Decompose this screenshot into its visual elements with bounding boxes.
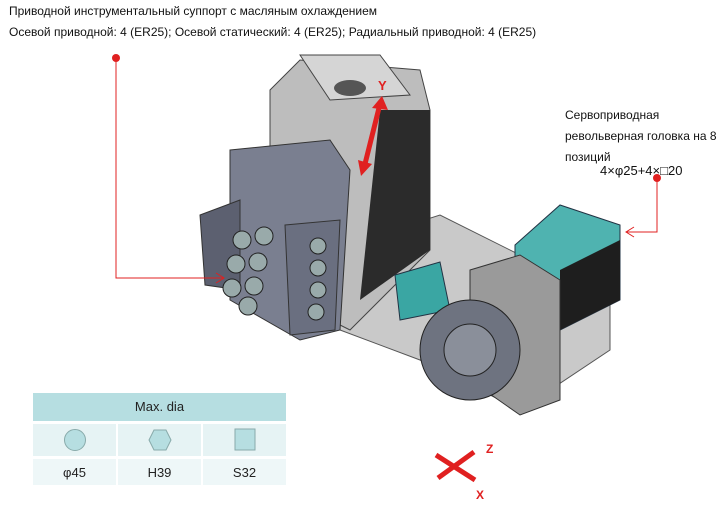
leader-turret: [625, 178, 658, 238]
table-header: Max. dia: [33, 393, 286, 421]
circle-icon: [63, 429, 86, 451]
square-icon: [234, 428, 255, 451]
turret-spec: 4×φ25+4×□20: [600, 163, 683, 178]
axis-y-label: Y: [378, 78, 387, 93]
axis-z-label: Z: [486, 442, 494, 456]
hexagon-icon: [147, 429, 172, 451]
leader-live-tool: [115, 58, 225, 284]
axis-x-label: X: [476, 488, 485, 502]
xz-axis-icon: [434, 449, 477, 483]
value-hexagon: H39: [118, 459, 201, 485]
title: Приводной инструментальный суппорт с мас…: [9, 4, 378, 18]
subtitle: Осевой приводной: 4 (ER25); Осевой стати…: [9, 25, 537, 39]
value-square: S32: [203, 459, 286, 485]
max-dia-table: Max. dia φ45 H39 S32: [33, 393, 286, 485]
value-circle: φ45: [33, 459, 116, 485]
